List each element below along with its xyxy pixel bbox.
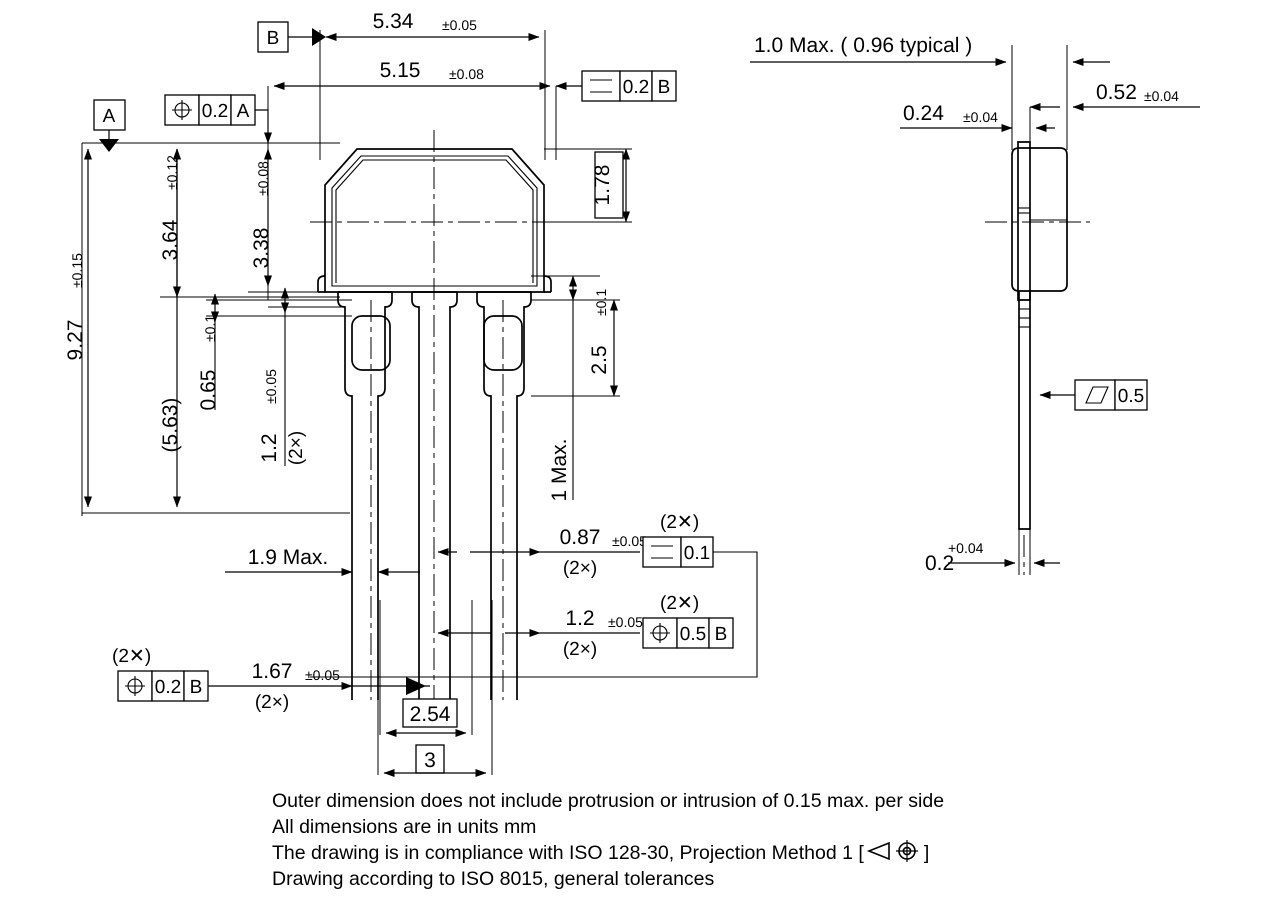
fcf-position-02-a-tol: 0.2 bbox=[202, 101, 228, 122]
dim-outer-lead-width: 1.2 ±0.05 (2×) (2✕) 0.5 B bbox=[437, 593, 734, 660]
dim-0-87-value: 0.87 bbox=[560, 526, 601, 549]
dim-9-27-tol: ±0.15 bbox=[69, 253, 85, 288]
dim-2-5-tol: ±0.1 bbox=[593, 289, 609, 316]
dim-0-24-value: 0.24 bbox=[903, 102, 944, 125]
dim-0-52-value: 0.52 bbox=[1096, 81, 1137, 104]
front-view-leads bbox=[337, 291, 532, 700]
dim-1-2-v-tol: ±0.05 bbox=[263, 369, 279, 404]
dim-0-65-tol: ±0.1 bbox=[202, 315, 218, 342]
dim-thickness-max: 1.0 Max. ( 0.96 typical ) bbox=[750, 34, 1110, 150]
dim-1-9-max-value: 1.9 Max. bbox=[248, 546, 329, 569]
notes-block: Outer dimension does not include protrus… bbox=[272, 788, 1132, 892]
dim-1-2-v-value: 1.2 bbox=[258, 433, 281, 462]
note-line-3-suffix: ] bbox=[923, 842, 930, 864]
dim-lead-width-max: 1.9 Max. bbox=[225, 546, 420, 576]
dim-bevel-height: 1.78 bbox=[544, 148, 632, 223]
note-line-3: The drawing is in compliance with ISO 12… bbox=[272, 840, 1132, 866]
dim-5-34-tol: ±0.05 bbox=[442, 17, 477, 33]
datum-b-flag: B bbox=[257, 21, 326, 53]
dim-1-0-max-value: 1.0 Max. ( 0.96 typical ) bbox=[754, 34, 972, 57]
note-line-1: Outer dimension does not include protrus… bbox=[272, 790, 945, 812]
dim-lead-shoulder: 1.2 ±0.05 (2×) bbox=[258, 287, 345, 466]
dim-0-24-tol: ±0.04 bbox=[963, 109, 998, 125]
fcf-position-02-b-tol: 0.2 bbox=[155, 677, 181, 698]
dim-3-38-tol: ±0.08 bbox=[255, 161, 271, 196]
iso-projection-method-1-icon bbox=[865, 840, 923, 862]
dim-width-overall: 5.34 ±0.05 bbox=[319, 10, 546, 160]
fcf-parallel-01-qty: (2✕) bbox=[660, 512, 699, 533]
dim-1-2-v-qty: (2×) bbox=[286, 431, 307, 465]
dim-height-overall: 9.27 ±0.15 bbox=[64, 143, 350, 516]
dim-lead-pitch-basic: (2✕) 0.2 B 1.67 ±0.05 (2×) bbox=[112, 646, 430, 713]
dim-1-2-h-qty: (2×) bbox=[563, 639, 597, 660]
dim-3-64-value: 3.64 bbox=[159, 219, 182, 260]
datum-b-label: B bbox=[267, 28, 280, 49]
fcf-parallel-01-tol: 0.1 bbox=[684, 543, 710, 564]
dim-pad-height: 2.5 ±0.1 bbox=[531, 289, 620, 397]
front-view-centerlines bbox=[310, 130, 560, 700]
dim-0-52-tol: ±0.04 bbox=[1144, 88, 1179, 104]
side-view-body bbox=[985, 141, 1090, 575]
dim-1-78-value: 1.78 bbox=[591, 165, 614, 206]
dim-0-2-value: 0.2 bbox=[925, 552, 954, 575]
dim-5-15-value: 5.15 bbox=[380, 59, 421, 82]
fcf-position-02-b-datum2: B bbox=[190, 677, 203, 698]
note-line-2: All dimensions are in units mm bbox=[272, 816, 537, 838]
dim-1-67-qty: (2×) bbox=[255, 692, 289, 713]
fcf-parallelism-02-b-datum: B bbox=[658, 77, 671, 98]
fcf-position-05-datum: B bbox=[715, 624, 728, 645]
fcf-parallelism-02-b-tol: 0.2 bbox=[623, 77, 649, 98]
dim-lead-length-ref: (5.63) 3.64 ±0.12 bbox=[159, 148, 340, 508]
dim-5-15-tol: ±0.08 bbox=[449, 66, 484, 82]
datum-a-flag: A bbox=[82, 99, 340, 152]
note-line-4: Drawing according to ISO 8015, general t… bbox=[272, 868, 715, 890]
dim-5-63-value: (5.63) bbox=[159, 398, 182, 453]
datum-a-label: A bbox=[103, 106, 116, 127]
dim-0-65-value: 0.65 bbox=[197, 370, 220, 411]
fcf-flatness-05-tol: 0.5 bbox=[1118, 386, 1144, 407]
dim-0-87-tol: ±0.05 bbox=[612, 533, 647, 549]
dim-0-2-tol: +0.04 bbox=[948, 540, 984, 556]
dim-1-67-tol: ±0.05 bbox=[305, 667, 340, 683]
dim-1-67-value: 1.67 bbox=[252, 660, 293, 683]
dim-5-34-value: 5.34 bbox=[373, 10, 414, 33]
dim-lead-gap-max: 1 Max. bbox=[531, 275, 600, 502]
fcf-flatness-05: 0.5 bbox=[1039, 379, 1148, 411]
dim-2-5-value: 2.5 bbox=[588, 345, 611, 374]
dim-3-value: 3 bbox=[424, 749, 436, 772]
dim-2-54-value: 2.54 bbox=[410, 703, 451, 726]
fcf-position-02-a-datum: A bbox=[237, 101, 250, 122]
dim-body-thickness: 0.52 ±0.04 bbox=[1029, 81, 1200, 111]
dim-9-27-value: 9.27 bbox=[64, 320, 87, 361]
dim-center-lead-width: 0.87 ±0.05 (2×) (2✕) 0.1 bbox=[310, 512, 758, 678]
dim-1-2-h-value: 1.2 bbox=[565, 607, 594, 630]
dim-lead-thickness: 0.2 +0.04 bbox=[925, 529, 1060, 575]
dim-lead-pitch: 2.54 bbox=[379, 600, 473, 737]
dim-3-38-value: 3.38 bbox=[250, 228, 273, 269]
fcf-position-05-qty: (2✕) bbox=[660, 593, 699, 614]
dim-lead-span: 3 bbox=[377, 600, 493, 777]
fcf-position-05-tol: 0.5 bbox=[680, 624, 706, 645]
dim-pad-offset: 0.65 ±0.1 bbox=[197, 293, 352, 411]
fcf-position-02-a: 0.2 A bbox=[164, 94, 272, 144]
dim-tab-step: 0.24 ±0.04 bbox=[900, 102, 1055, 148]
fcf-position-02-b-qty: (2✕) bbox=[112, 646, 151, 667]
dim-0-87-qty: (2×) bbox=[563, 558, 597, 579]
note-line-3-text: The drawing is in compliance with ISO 12… bbox=[272, 842, 864, 864]
dim-1-max-value: 1 Max. bbox=[548, 438, 571, 501]
fcf-parallelism-02-b: 0.2 B bbox=[555, 70, 677, 102]
dim-1-2-h-tol: ±0.05 bbox=[608, 614, 643, 630]
